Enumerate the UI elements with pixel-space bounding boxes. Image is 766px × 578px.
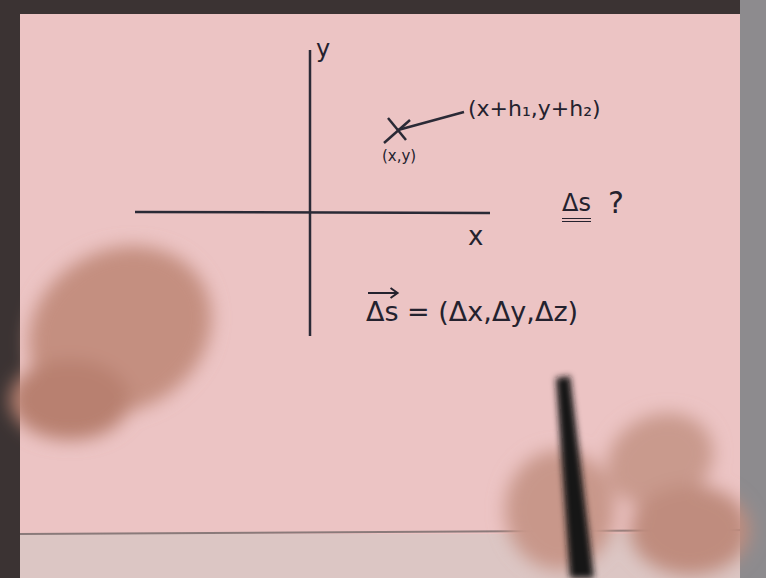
question-label: Δs: [562, 190, 591, 222]
x-axis: [135, 212, 490, 213]
question-mark: ?: [608, 186, 624, 221]
axis-label: y: [316, 36, 330, 64]
vector-equation: Δs = (Δx,Δy,Δz): [366, 296, 578, 327]
y-axis: [309, 50, 312, 336]
vector-arrow: [368, 292, 398, 294]
hand-right: [505, 396, 750, 575]
point-label: (x+h₁,y+h₂): [468, 96, 601, 121]
axis-label: x: [468, 222, 483, 252]
hand-left: [0, 213, 242, 447]
point-label: (x,y): [382, 148, 416, 165]
side-edge: [740, 0, 766, 578]
pen: [556, 376, 594, 578]
displacement-segment: [398, 112, 464, 130]
point-mark: [384, 120, 410, 143]
